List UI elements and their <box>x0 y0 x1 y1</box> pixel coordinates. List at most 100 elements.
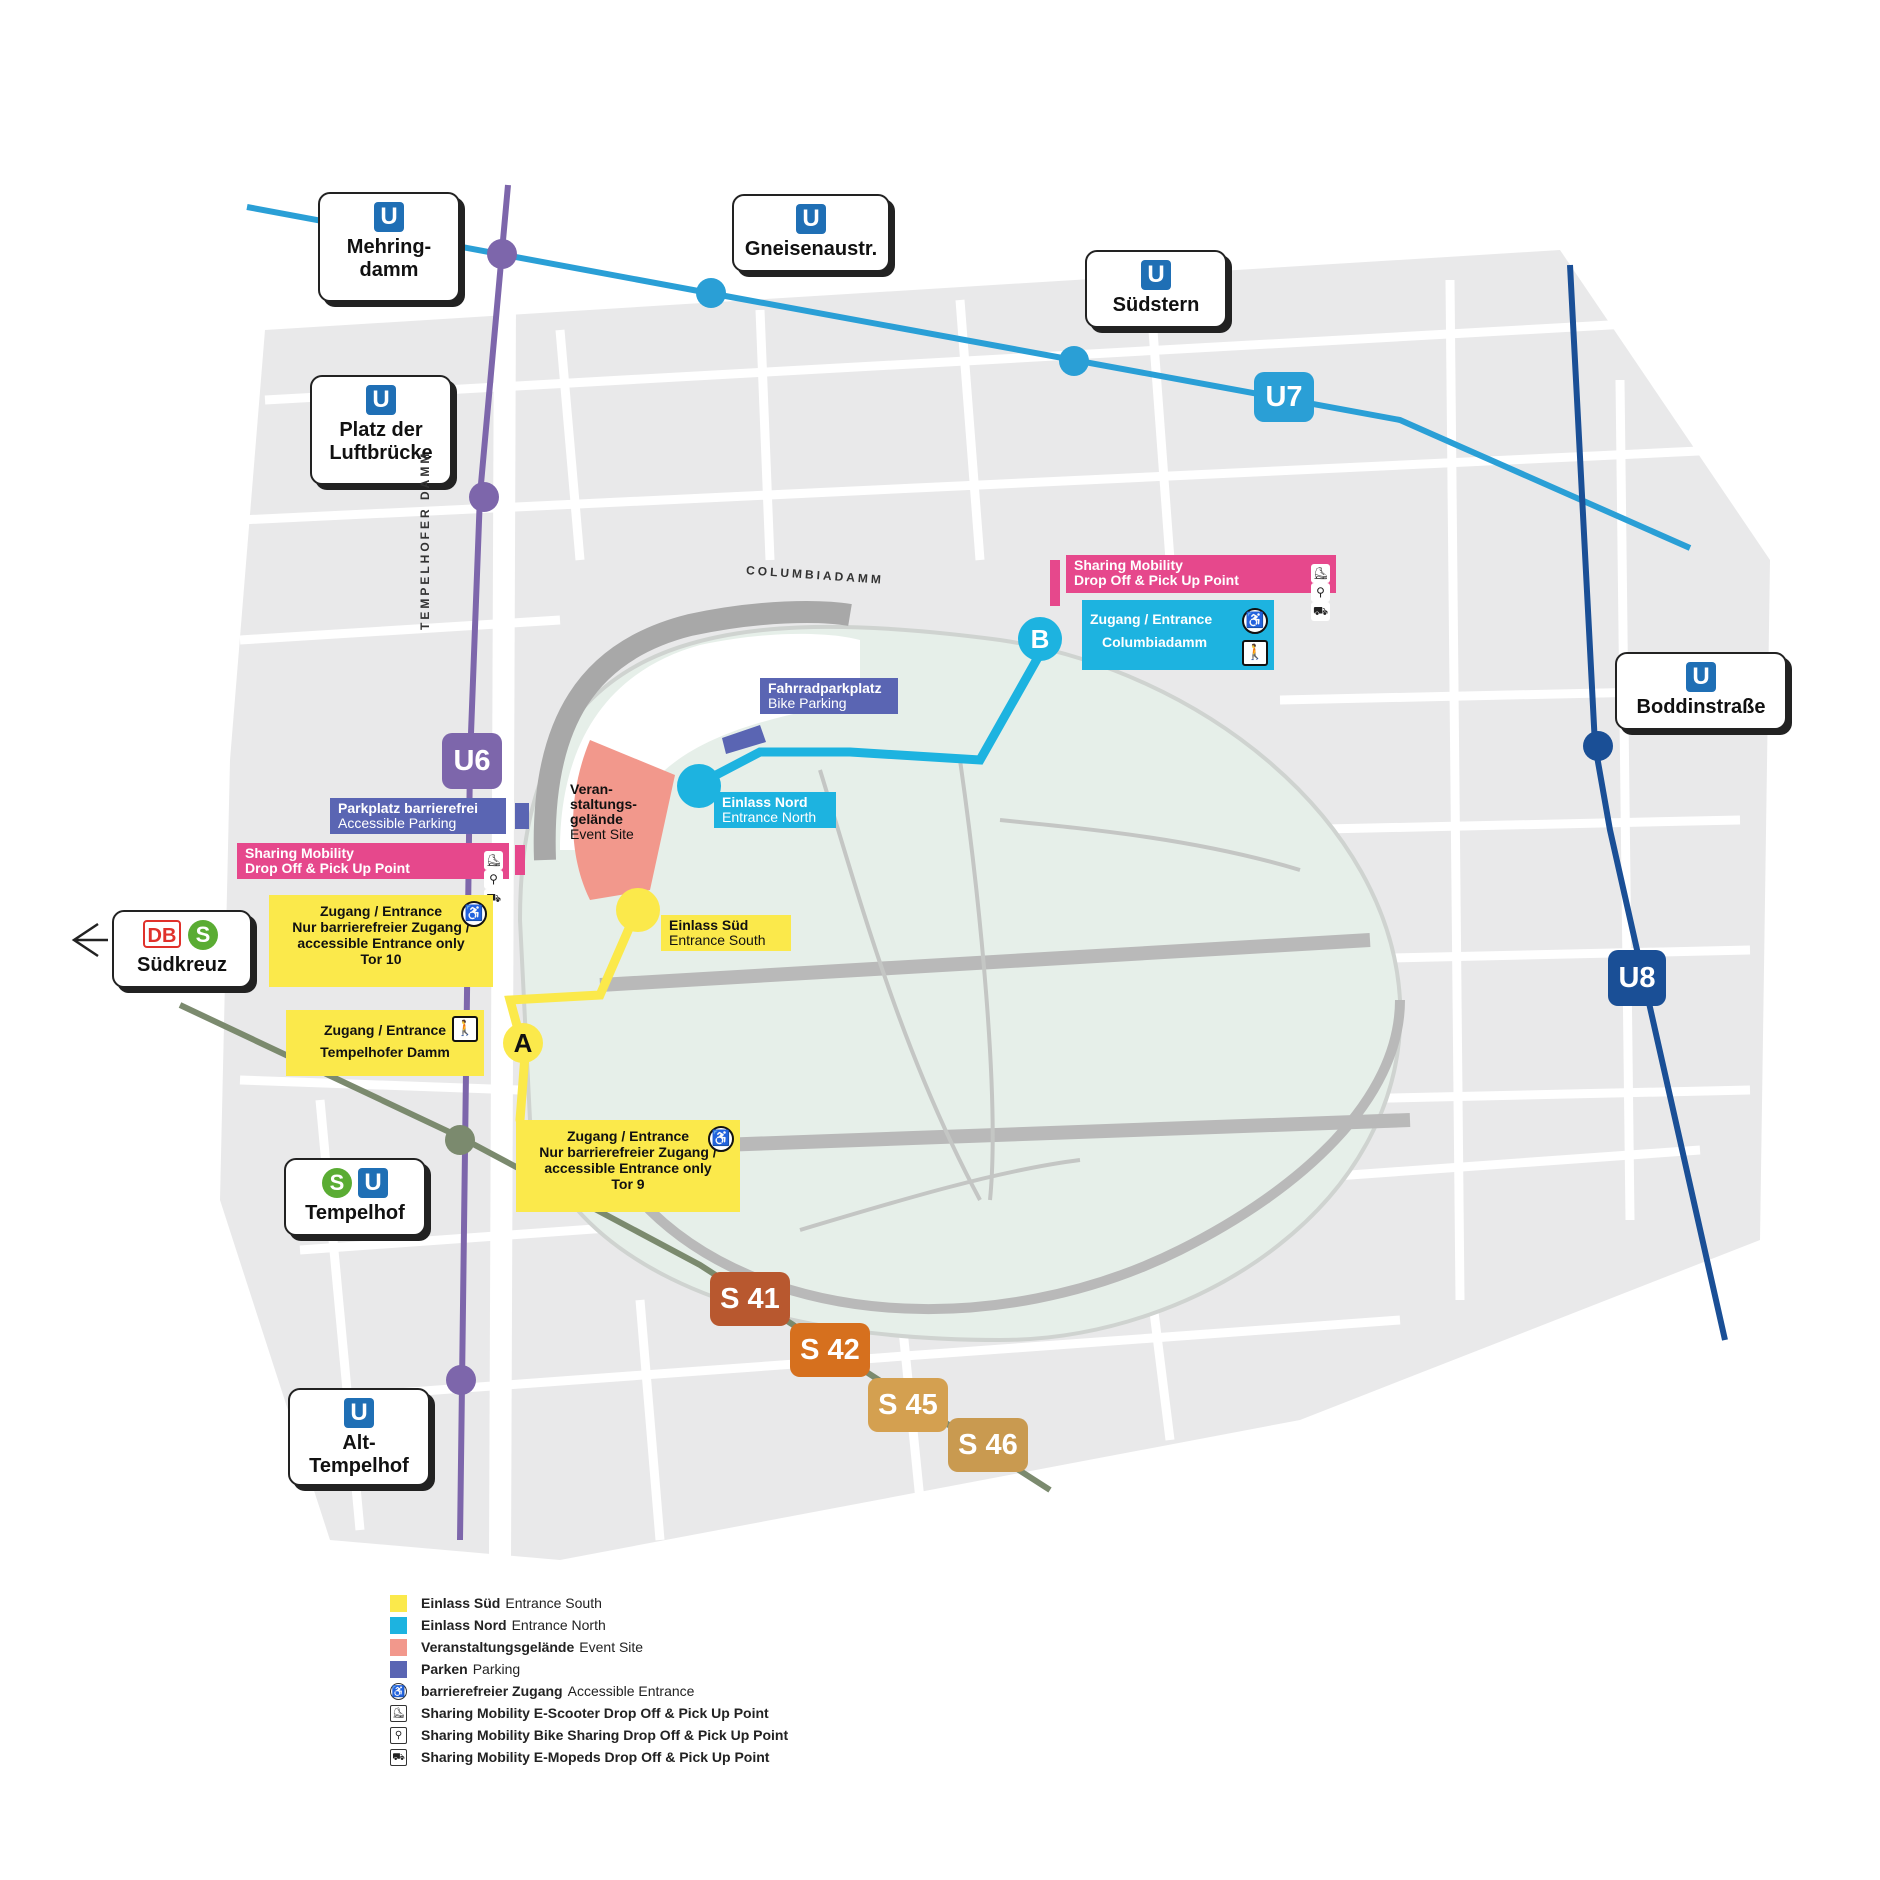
bike-parking-area <box>722 725 766 754</box>
legend-label-en: Event Site <box>579 1639 644 1655</box>
entrance-tor10-label[interactable]: Zugang / Entrance Nur barrierefreier Zug… <box>269 895 493 987</box>
legend-label-en: Entrance South <box>505 1595 602 1611</box>
einlass-sued-label[interactable]: Einlass Süd Entrance South <box>661 915 791 951</box>
accessible-parking-label[interactable]: Parkplatz barrierefrei Accessible Parkin… <box>330 798 506 834</box>
stop-platz-der-luftbruecke[interactable] <box>469 482 499 512</box>
street-tempelhofer-damm: TEMPELHOFER DAMM <box>418 450 432 630</box>
u-badge: U <box>344 1398 374 1428</box>
u-badge: U <box>366 385 396 415</box>
u8-badge[interactable]: U8 <box>1608 950 1666 1006</box>
e-scooter-icon: ⛸ <box>390 1704 407 1722</box>
stop-mehringdamm[interactable] <box>487 239 517 269</box>
arrow-left-icon <box>71 922 108 958</box>
e-scooter-icon: ⛸ <box>484 851 503 870</box>
north-route <box>692 640 1050 790</box>
label-de: Einlass Süd <box>669 917 749 933</box>
legend-label-de: Sharing Mobility Bike Sharing Drop Off &… <box>421 1727 789 1743</box>
entrance-tor9-label[interactable]: Zugang / Entrance Nur barrierefreier Zug… <box>516 1120 740 1212</box>
tempelhofer-damm-road <box>489 299 516 1561</box>
station-suedstern[interactable]: U Südstern <box>1085 250 1227 328</box>
bike-icon: ⚲ <box>484 870 503 889</box>
label-de: Zugang / Entrance <box>323 1022 447 1038</box>
station-mehringdamm[interactable]: U Mehring- damm <box>318 192 460 302</box>
label-de: Zugang / Entrance <box>1090 611 1213 627</box>
u-badge: U <box>1141 260 1171 290</box>
label-de: Zugang / Entrance <box>566 1128 690 1144</box>
label-de: Sharing Mobility <box>245 845 354 861</box>
stop-alt-tempelhof[interactable] <box>446 1365 476 1395</box>
airport-building <box>533 601 852 861</box>
s-badge: S <box>188 920 218 950</box>
entrance-tempelhofer-damm-label[interactable]: Zugang / Entrance Tempelhofer Damm 🚶 <box>286 1010 484 1076</box>
south-route <box>504 905 642 1125</box>
event-site-label: Veran- staltungs- gelände Event Site <box>570 782 670 862</box>
db-badge: DB <box>143 920 181 948</box>
stop-boddinstrasse[interactable] <box>1583 731 1613 761</box>
einlass-nord-label[interactable]: Einlass Nord Entrance North <box>714 792 836 828</box>
s42-badge[interactable]: S 42 <box>790 1323 870 1377</box>
pin-a[interactable]: A <box>503 1023 543 1063</box>
station-gneisenaustr[interactable]: U Gneisenaustr. <box>732 194 890 272</box>
label-de: Zugang / Entrance <box>319 903 443 919</box>
station-name: Alt- Tempelhof <box>309 1432 409 1477</box>
label-en: Event Site <box>570 826 634 842</box>
legend-swatch <box>390 1616 407 1634</box>
legend-label-en: Parking <box>472 1661 521 1677</box>
s46-badge[interactable]: S 46 <box>948 1418 1028 1472</box>
legend-swatch <box>390 1660 407 1678</box>
u6-badge[interactable]: U6 <box>442 733 502 789</box>
park-paths <box>799 759 1301 1232</box>
u-badge: U <box>1686 662 1716 692</box>
pin-b[interactable]: B <box>1018 617 1062 661</box>
label-en: Entrance North <box>722 809 817 825</box>
label-en: Nur barrierefreier Zugang / accessible E… <box>292 919 470 967</box>
u-badge: U <box>358 1168 388 1198</box>
stop-gneisenau[interactable] <box>696 278 726 308</box>
u8-line <box>1567 264 1728 1341</box>
label-de: Veran- staltungs- gelände <box>570 781 637 827</box>
e-moped-icon: ⛟ <box>1311 602 1330 621</box>
s41-badge[interactable]: S 41 <box>710 1272 790 1326</box>
u-badge: U <box>796 204 826 234</box>
label-en: Drop Off & Pick Up Point <box>245 860 410 876</box>
station-name: Südstern <box>1112 294 1200 316</box>
label-en: Tempelhofer Damm <box>320 1044 450 1060</box>
entrance-columbiadamm-label[interactable]: Zugang / Entrance Columbiadamm ♿ 🚶 <box>1082 600 1274 670</box>
label-en: Nur barrierefreier Zugang / accessible E… <box>539 1144 717 1192</box>
station-alt-tempelhof[interactable]: U Alt- Tempelhof <box>288 1388 430 1486</box>
sharing-north-marker <box>1050 560 1060 606</box>
bike-icon: ⚲ <box>1311 583 1330 602</box>
label-de: Einlass Nord <box>722 794 808 810</box>
e-scooter-icon: ⛸ <box>1311 564 1330 583</box>
sharing-mobility-west-label[interactable]: Sharing Mobility Drop Off & Pick Up Poin… <box>237 843 509 908</box>
label-en: Drop Off & Pick Up Point <box>1074 572 1239 588</box>
stop-tempelhof[interactable] <box>445 1125 475 1155</box>
label-de: Fahrradparkplatz <box>768 680 882 696</box>
stop-suedstern[interactable] <box>1059 346 1089 376</box>
sharing-mobility-north-label[interactable]: Sharing Mobility Drop Off & Pick Up Poin… <box>1066 555 1336 621</box>
s45-badge[interactable]: S 45 <box>868 1378 948 1432</box>
legend-label-de: barrierefreier Zugang <box>421 1683 563 1699</box>
legend-label-de: Einlass Süd <box>421 1595 501 1611</box>
wheelchair-icon: ♿ <box>1242 608 1268 634</box>
wheelchair-icon: ♿ <box>461 901 487 927</box>
accessible-parking-area <box>515 803 529 829</box>
station-name: Gneisenaustr. <box>744 238 878 260</box>
legend-label-de: Veranstaltungsgelände <box>421 1639 575 1655</box>
station-platz-der-luftbruecke[interactable]: U Platz der Luftbrücke <box>310 375 452 485</box>
label-de: Sharing Mobility <box>1074 557 1183 573</box>
u7-badge[interactable]: U7 <box>1254 372 1314 422</box>
runway-south <box>719 1113 1411 1152</box>
label-de: Parkplatz barrierefrei <box>338 800 479 816</box>
label-en: Entrance South <box>669 932 766 948</box>
station-boddinstrasse[interactable]: U Boddinstraße <box>1615 652 1787 730</box>
bike-parking-label[interactable]: Fahrradparkplatz Bike Parking <box>760 678 898 714</box>
